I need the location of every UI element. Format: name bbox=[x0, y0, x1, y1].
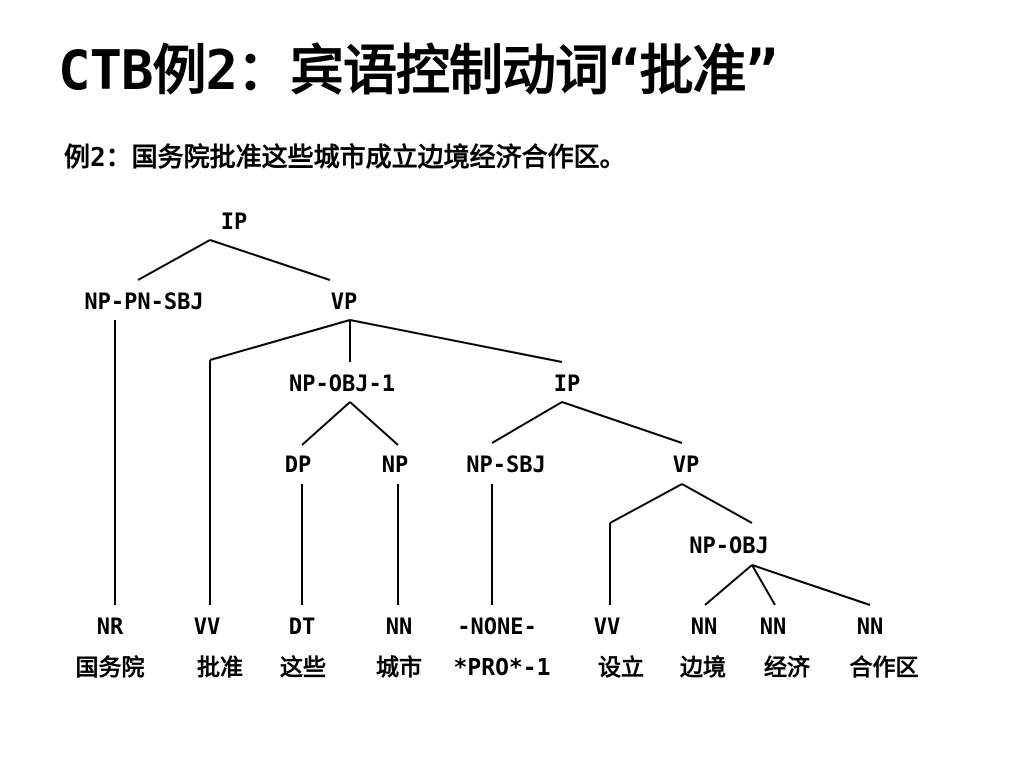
node-vp-main: VP bbox=[331, 290, 358, 315]
slide-title: CTB例2：宾语控制动词“批准” bbox=[58, 39, 778, 102]
node-np-sbj: NP-SBJ bbox=[466, 453, 545, 478]
word-bianjing: 边境 bbox=[680, 654, 726, 681]
pos-vv-pizhun: VV bbox=[194, 615, 221, 640]
tree-words: 国务院 批准 这些 城市 *PRO*-1 设立 边境 经济 合作区 bbox=[76, 654, 919, 681]
branch-vp-inner-to-vv bbox=[609, 483, 683, 524]
pos-nr: NR bbox=[97, 615, 124, 640]
node-np-pn-sbj: NP-PN-SBJ bbox=[84, 290, 203, 315]
pos-none: -NONE- bbox=[457, 615, 536, 640]
node-np-obj-1: NP-OBJ-1 bbox=[289, 372, 395, 397]
node-dp: DP bbox=[285, 453, 312, 478]
example-sentence: 例2：国务院批准这些城市成立边境经济合作区。 bbox=[64, 143, 626, 173]
pos-nn-jingji: NN bbox=[760, 615, 787, 640]
tree-node-labels: IP NP-PN-SBJ VP NP-OBJ-1 IP DP NP NP-SBJ… bbox=[84, 210, 883, 640]
word-chengshi: 城市 bbox=[376, 654, 422, 681]
node-np-obj: NP-OBJ bbox=[689, 534, 768, 559]
pos-nn-hezuoqu: NN bbox=[857, 615, 884, 640]
word-zhexie: 这些 bbox=[280, 654, 326, 681]
pos-nn-chengshi: NN bbox=[386, 615, 413, 640]
node-np-city: NP bbox=[382, 453, 409, 478]
tree-branches bbox=[114, 239, 871, 606]
node-vp-inner: VP bbox=[673, 453, 700, 478]
node-ip-root: IP bbox=[221, 210, 248, 235]
branch-np-obj-1-to-dp bbox=[301, 401, 351, 446]
branch-ip-inner-to-vp-inner bbox=[561, 401, 683, 444]
pos-dt: DT bbox=[289, 615, 316, 640]
branch-ip-to-vp bbox=[209, 239, 331, 281]
pos-vv-sheli: VV bbox=[594, 615, 621, 640]
word-hezuoqu: 合作区 bbox=[850, 654, 919, 681]
word-pizhun: 批准 bbox=[197, 655, 243, 681]
branch-vp-to-ip-inner bbox=[349, 319, 563, 363]
branch-np-obj-to-nn-3 bbox=[751, 564, 871, 606]
word-guowuyuan: 国务院 bbox=[76, 654, 145, 681]
node-ip-inner: IP bbox=[554, 372, 581, 397]
branch-vp-to-vv bbox=[209, 319, 351, 361]
branch-np-obj-1-to-np bbox=[349, 401, 399, 446]
branch-ip-inner-to-np-sbj bbox=[491, 401, 563, 444]
word-jingji: 经济 bbox=[764, 654, 811, 681]
branch-vp-inner-to-np-obj bbox=[681, 483, 753, 524]
word-sheli: 设立 bbox=[598, 654, 644, 681]
word-pro: *PRO*-1 bbox=[454, 655, 551, 681]
pos-nn-bianjing: NN bbox=[691, 615, 718, 640]
branch-np-obj-to-nn-1 bbox=[704, 564, 753, 606]
branch-np-obj-to-nn-2 bbox=[751, 564, 776, 606]
branch-ip-to-np-pn-sbj bbox=[137, 239, 211, 281]
